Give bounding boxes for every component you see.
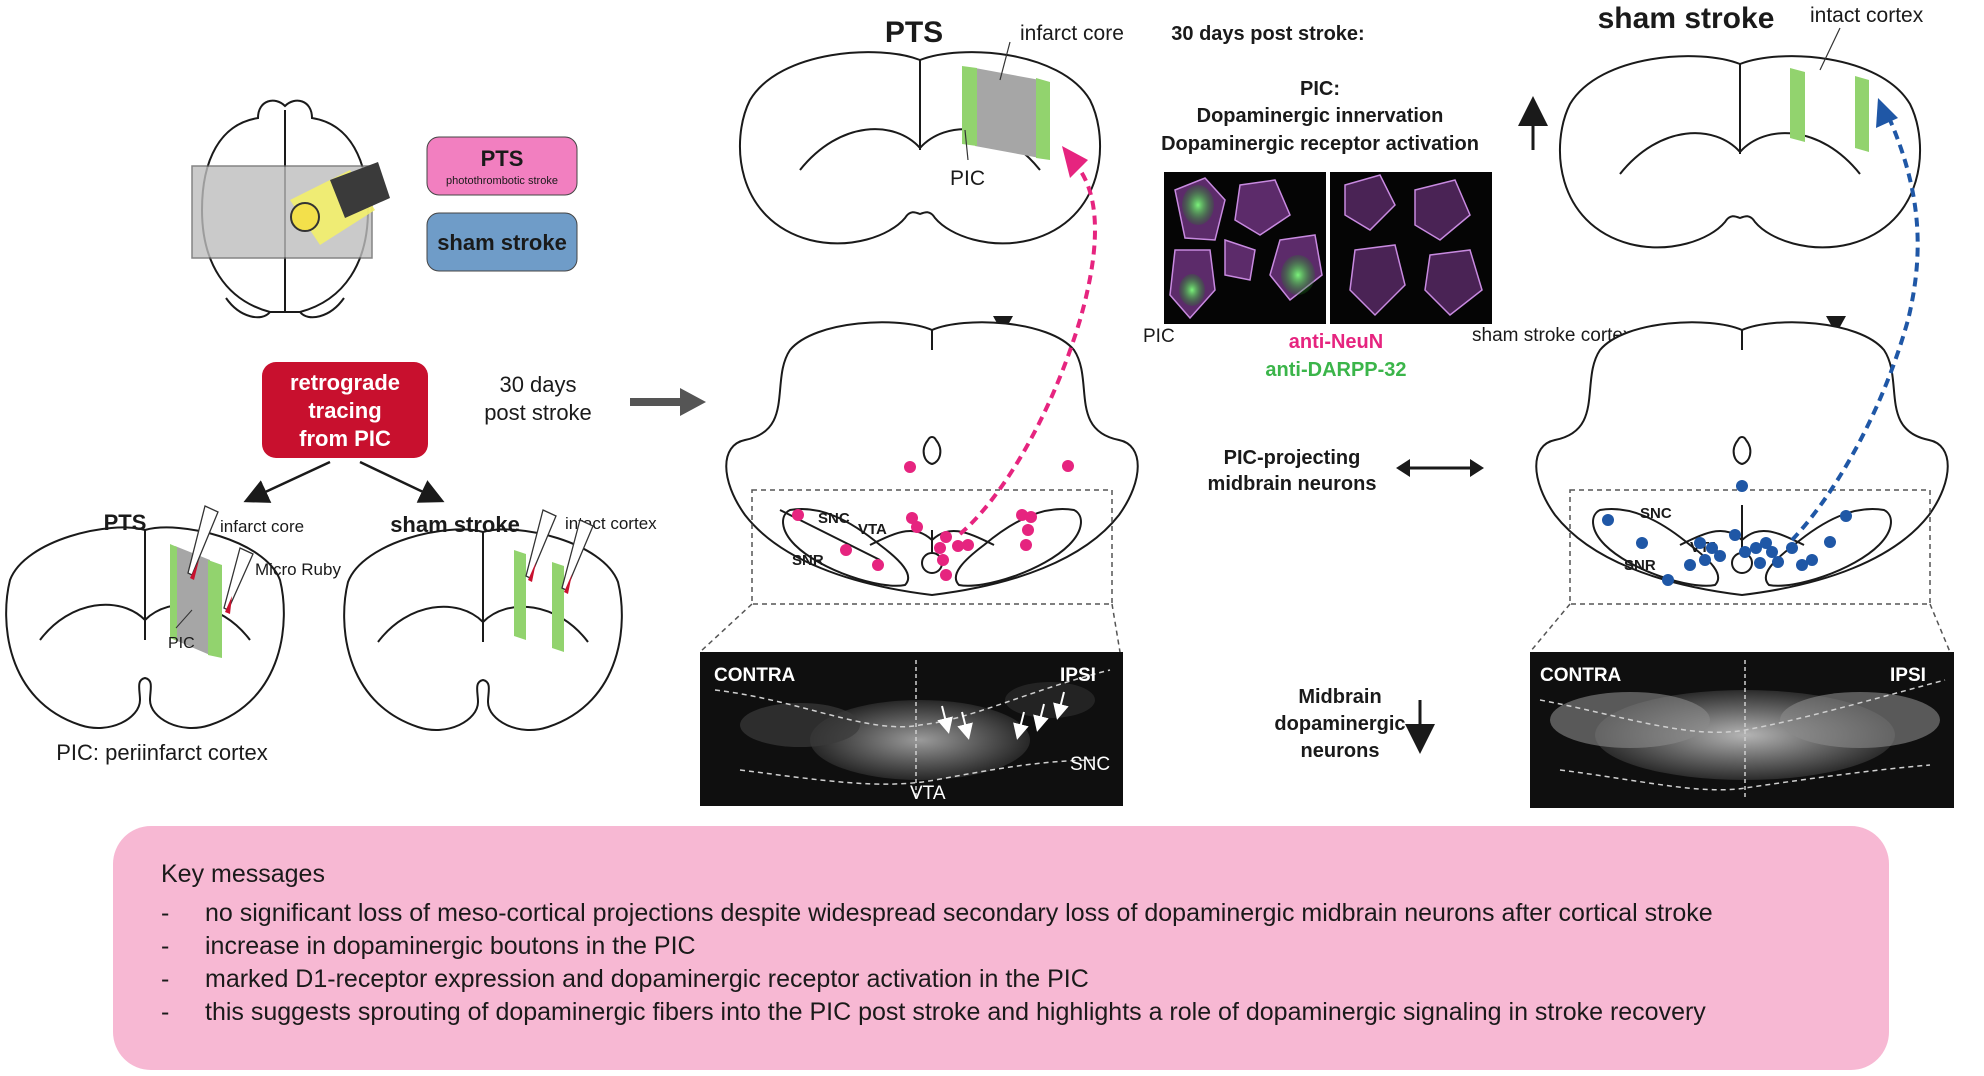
svg-text:sham stroke: sham stroke: [390, 512, 520, 537]
sham-traced-neurons: [1602, 480, 1852, 586]
pts-traced-neurons: [792, 460, 1074, 581]
pts-small-coronal: PTS infarct core Micro Ruby PIC: [5, 505, 341, 729]
days-label-line1: 30 days: [499, 372, 576, 397]
svg-text:CONTRA: CONTRA: [1540, 665, 1622, 686]
sham-small-coronal: sham stroke intact cortex: [343, 509, 657, 731]
key-message-item: - no significant loss of meso-cortical p…: [161, 899, 1713, 927]
pts-projection-path: [958, 168, 1097, 536]
svg-text:SNR: SNR: [792, 552, 824, 569]
sham-coronal-cortex: intact cortex: [1559, 4, 1924, 249]
svg-text:PTS: PTS: [104, 510, 147, 535]
midbrain-da-line1: Midbrain: [1298, 686, 1381, 708]
svg-text:SNC: SNC: [1070, 754, 1110, 775]
pts-projection-arrowhead: [1062, 146, 1088, 178]
big-gray-arrow: [630, 388, 706, 416]
svg-text:retrograde: retrograde: [290, 370, 400, 395]
sham-panel-title: sham stroke: [1598, 2, 1775, 35]
sham-midbrain-section: SNC VTA SNR: [1535, 321, 1949, 605]
svg-text:photothrombotic stroke: photothrombotic stroke: [446, 175, 558, 187]
arrow-to-sham: [359, 460, 445, 503]
sham-confocal-image: [1330, 172, 1492, 324]
svg-text:tracing: tracing: [308, 398, 381, 423]
svg-text:CONTRA: CONTRA: [714, 665, 796, 686]
svg-text:sham stroke: sham stroke: [437, 230, 567, 255]
svg-text:SNR: SNR: [1624, 557, 1656, 574]
key-message-item: - increase in dopaminergic boutons in th…: [161, 932, 696, 960]
svg-text:SNC: SNC: [1640, 505, 1672, 522]
svg-text:PTS: PTS: [481, 146, 524, 171]
pts-micrograph: CONTRA IPSI VTA SNC: [700, 652, 1123, 806]
sham-legend-box: sham stroke: [426, 212, 578, 272]
svg-text:infarct core: infarct core: [220, 517, 304, 536]
svg-text:infarct core: infarct core: [1020, 22, 1124, 45]
pic-confocal-image: [1164, 172, 1326, 324]
confocal-left-label: PIC: [1143, 326, 1175, 347]
pts-midbrain-section: SNC VTA SNR: [725, 321, 1139, 605]
confocal-right-label: sham stroke cortex: [1472, 325, 1633, 346]
svg-text:Micro Ruby: Micro Ruby: [255, 560, 341, 579]
key-messages-title: Key messages: [161, 860, 325, 888]
pic-definition: PIC: periinfarct cortex: [56, 740, 268, 765]
svg-text:PIC: PIC: [950, 167, 985, 190]
svg-text:IPSI: IPSI: [1060, 665, 1096, 686]
projecting-line1: PIC-projecting: [1224, 447, 1361, 469]
key-message-item: - marked D1-receptor expression and dopa…: [161, 965, 1089, 993]
midbrain-da-line3: neurons: [1301, 740, 1380, 762]
stain-neun-label: anti-NeuN: [1289, 331, 1383, 353]
svg-text:SNC: SNC: [818, 510, 850, 527]
svg-text:PIC: PIC: [168, 635, 195, 652]
key-messages-box: Key messages - no significant loss of me…: [113, 826, 1889, 1070]
pts-coronal-cortex: infarct core PIC: [739, 22, 1124, 245]
midbrain-da-line2: dopaminergic: [1274, 713, 1405, 735]
pts-panel-title: PTS: [885, 16, 943, 49]
sham-projection-arrowhead: [1876, 98, 1898, 128]
svg-text:IPSI: IPSI: [1890, 665, 1926, 686]
laser-icon: [330, 162, 390, 218]
double-arrow: [1396, 459, 1484, 477]
days-label-line2: post stroke: [484, 400, 592, 425]
svg-text:from PIC: from PIC: [299, 426, 391, 451]
center-pic-heading: PIC:: [1300, 78, 1340, 100]
sham-micrograph: CONTRA IPSI: [1530, 652, 1954, 808]
arrow-to-pts: [243, 460, 331, 503]
pts-legend-box: PTS photothrombotic stroke: [426, 136, 578, 196]
retrograde-tracing-box: retrograde tracing from PIC: [262, 362, 428, 458]
center-heading: 30 days post stroke:: [1171, 23, 1364, 45]
svg-text:intact cortex: intact cortex: [1810, 4, 1924, 27]
projecting-line2: midbrain neurons: [1208, 473, 1377, 495]
mouse-head-diagram: [191, 99, 390, 319]
key-message-item: - this suggests sprouting of dopaminergi…: [161, 998, 1706, 1026]
center-receptor: Dopaminergic receptor activation: [1161, 133, 1479, 155]
section-marker-sham: [1826, 316, 1846, 334]
stain-darpp-label: anti-DARPP-32: [1265, 359, 1406, 381]
svg-text:VTA: VTA: [858, 521, 887, 538]
svg-text:VTA: VTA: [910, 783, 946, 804]
center-innervation: Dopaminergic innervation: [1197, 105, 1444, 127]
